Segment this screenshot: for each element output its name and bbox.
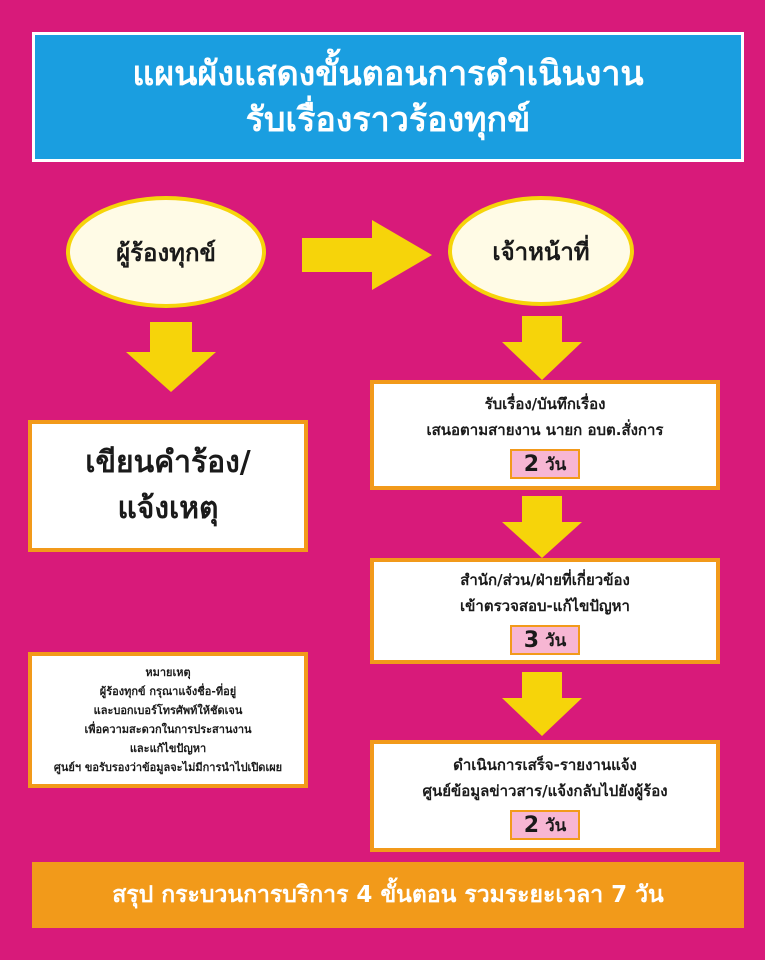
write-request-line-2: แจ้งเหตุ bbox=[117, 491, 219, 526]
step-1-days: 2 bbox=[523, 451, 540, 477]
summary-text: สรุป กระบวนการบริการ 4 ขั้นตอน รวมระยะเว… bbox=[112, 882, 664, 908]
arrow-down-3 bbox=[502, 672, 582, 736]
remark-line: เพื่อความสะดวกในการประสานงาน bbox=[84, 723, 252, 736]
arrow-right bbox=[302, 220, 432, 290]
step-2-line-1: สำนัก/ส่วน/ฝ่ายที่เกี่ยวข้อง bbox=[460, 571, 630, 589]
arrow-down-2 bbox=[502, 496, 582, 558]
write-request-line-1: เขียนคำร้อง/ bbox=[85, 445, 251, 480]
step-box-3: ดำเนินการเสร็จ-รายงานแจ้ง ศูนย์ข้อมูลข่า… bbox=[370, 740, 720, 852]
step-2-days-badge: 3 วัน bbox=[509, 625, 581, 655]
summary-banner: สรุป กระบวนการบริการ 4 ขั้นตอน รวมระยะเว… bbox=[32, 862, 744, 928]
remark-line: และแก้ไขปัญหา bbox=[129, 742, 207, 755]
step-1-days-badge: 2 วัน bbox=[509, 449, 581, 479]
step-box-1: รับเรื่อง/บันทึกเรื่อง เสนอตามสายงาน นาย… bbox=[370, 380, 720, 490]
arrow-down-1 bbox=[502, 316, 582, 380]
remark-line: หมายเหตุ bbox=[145, 666, 191, 679]
step-3-days: 2 bbox=[523, 812, 540, 838]
officer-ellipse: เจ้าหน้าที่ bbox=[448, 196, 634, 306]
arrow-down-left bbox=[126, 322, 216, 392]
step-3-line-1: ดำเนินการเสร็จ-รายงานแจ้ง bbox=[453, 756, 637, 774]
step-3-days-unit: วัน bbox=[545, 815, 567, 836]
step-1-line-1: รับเรื่อง/บันทึกเรื่อง bbox=[484, 395, 606, 413]
write-request-box: เขียนคำร้อง/ แจ้งเหตุ bbox=[28, 420, 308, 552]
remark-line: ผู้ร้องทุกข์ กรุณาแจ้งชื่อ-ที่อยู่ bbox=[99, 685, 237, 698]
step-1-line-2: เสนอตามสายงาน นายก อบต.สั่งการ bbox=[426, 421, 664, 439]
complainant-ellipse: ผู้ร้องทุกข์ bbox=[66, 196, 266, 308]
title-banner: แผนผังแสดงขั้นตอนการดำเนินงาน รับเรื่องร… bbox=[32, 32, 744, 162]
officer-label: เจ้าหน้าที่ bbox=[492, 237, 590, 266]
complainant-label: ผู้ร้องทุกข์ bbox=[116, 238, 216, 267]
step-3-line-2: ศูนย์ข้อมูลข่าวสาร/แจ้งกลับไปยังผู้ร้อง bbox=[422, 782, 668, 800]
step-3-days-badge: 2 วัน bbox=[509, 810, 581, 840]
step-1-days-unit: วัน bbox=[545, 454, 567, 475]
step-box-2: สำนัก/ส่วน/ฝ่ายที่เกี่ยวข้อง เข้าตรวจสอบ… bbox=[370, 558, 720, 664]
title-line-2: รับเรื่องราวร้องทุกข์ bbox=[245, 100, 531, 140]
remark-box: หมายเหตุ ผู้ร้องทุกข์ กรุณาแจ้งชื่อ-ที่อ… bbox=[28, 652, 308, 788]
title-line-1: แผนผังแสดงขั้นตอนการดำเนินงาน bbox=[132, 54, 644, 94]
step-2-line-2: เข้าตรวจสอบ-แก้ไขปัญหา bbox=[460, 597, 630, 615]
remark-line: และบอกเบอร์โทรศัพท์ให้ชัดเจน bbox=[93, 704, 243, 717]
remark-line: ศูนย์ฯ ขอรับรองว่าข้อมูลจะไม่มีการนำไปเป… bbox=[53, 761, 283, 774]
step-2-days: 3 bbox=[523, 627, 540, 653]
step-2-days-unit: วัน bbox=[545, 630, 567, 651]
